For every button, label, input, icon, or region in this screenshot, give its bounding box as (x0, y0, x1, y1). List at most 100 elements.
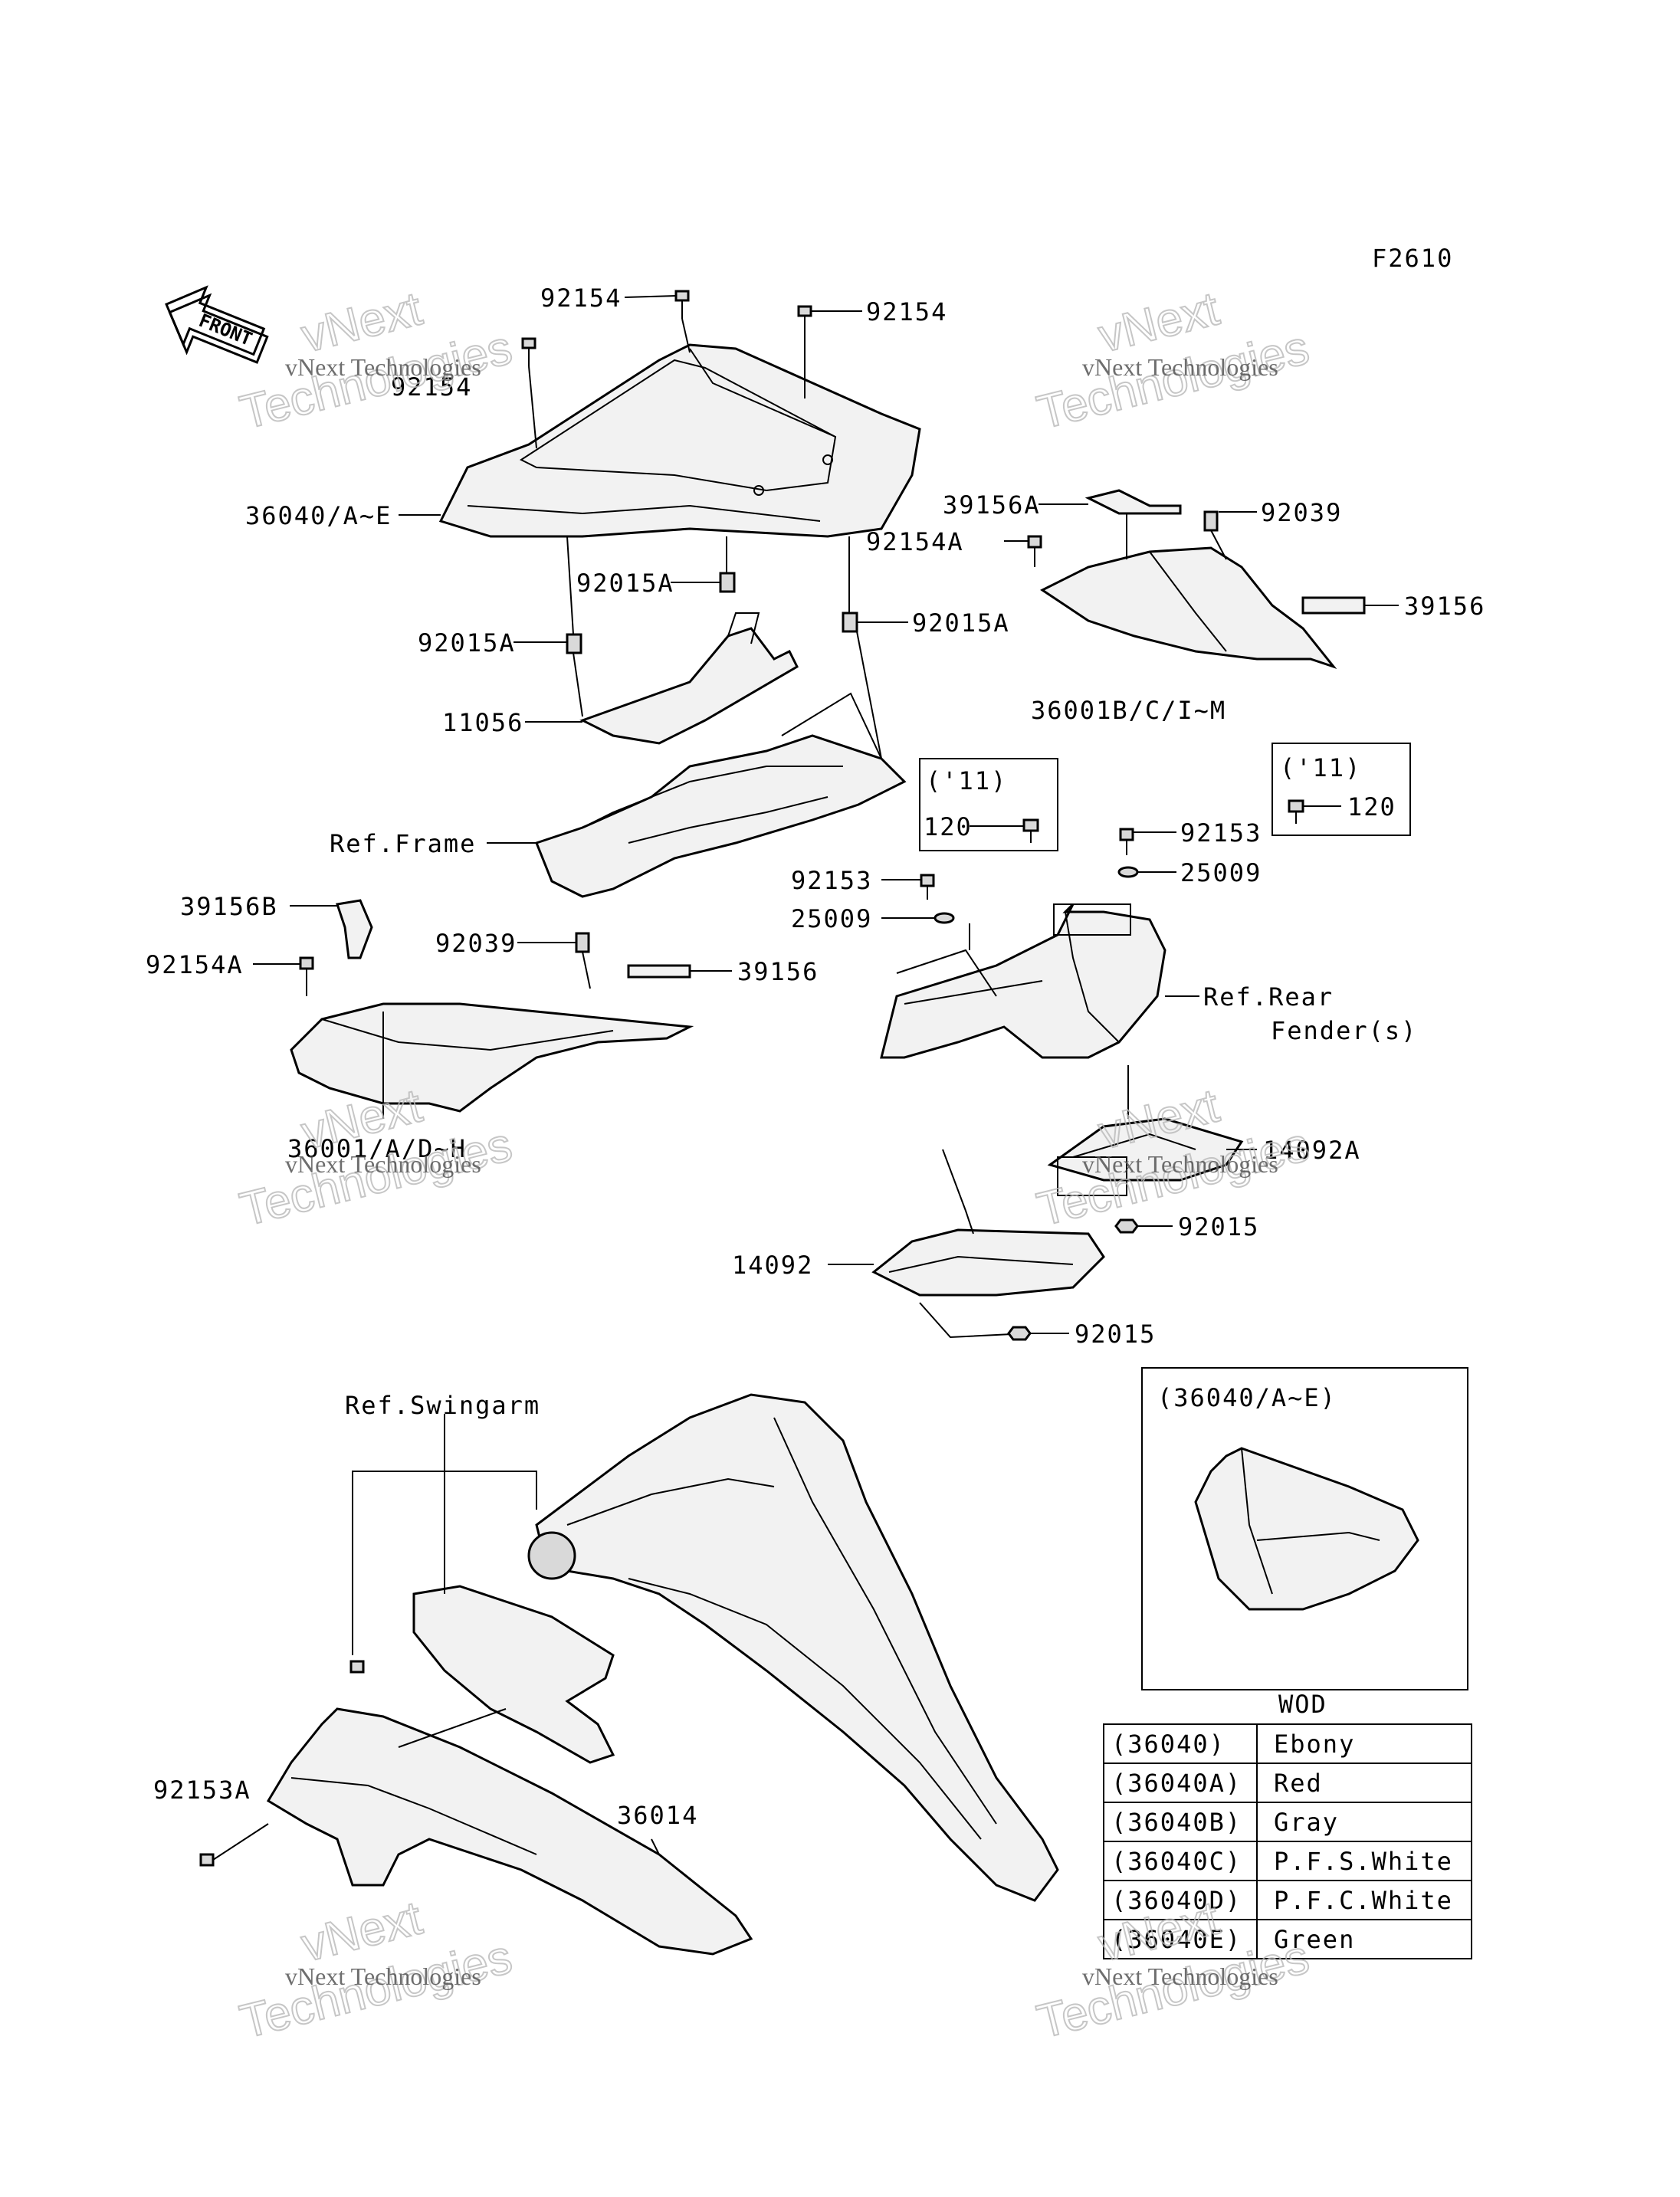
callout-92015-a: 92015 (1178, 1212, 1259, 1241)
callout-92015A-c: 92015A (912, 608, 1010, 638)
callout-11056: 11056 (442, 708, 523, 737)
bolt-120-b-icon (1288, 799, 1304, 824)
color-code: (36040A) (1111, 1769, 1242, 1798)
watermark: vNext Technologies vNext Technologies (235, 1078, 518, 1237)
callout-36001AD: 36001/A/D~H (287, 1134, 467, 1163)
color-name: Red (1274, 1769, 1323, 1798)
grommet-92039-right-icon (1203, 510, 1227, 560)
color-code: (36040B) (1111, 1808, 1242, 1837)
bolt-92154-b-icon (797, 305, 812, 334)
color-table-row: (36040E) Green (1111, 1925, 1355, 1954)
callout-36040: 36040/A~E (245, 501, 392, 530)
nut-92015-b-icon (1007, 1326, 1032, 1341)
callout-25009-left: 25009 (791, 904, 872, 933)
callout-92039-left: 92039 (435, 929, 517, 958)
cover-14092 (871, 1228, 1105, 1297)
grommet-92039-left-icon (575, 932, 591, 989)
svg-text:vNext Technologies: vNext Technologies (285, 353, 481, 381)
bracket-11056 (579, 612, 799, 745)
washer-25009-right-icon (1117, 866, 1139, 878)
figure-code: F2610 (1372, 244, 1453, 273)
callout-92015-b: 92015 (1075, 1320, 1156, 1349)
color-table-row: (36040C) P.F.S.White (1111, 1847, 1453, 1876)
color-name: P.F.S.White (1274, 1847, 1453, 1876)
inset-title: (36040/A~E) (1157, 1383, 1337, 1412)
callout-92015A-a: 92015A (576, 569, 674, 598)
svg-text:vNext Technologies: vNext Technologies (1082, 353, 1278, 381)
seat-cover-inset (1141, 1367, 1468, 1690)
washer-25009-left-icon (934, 912, 955, 924)
callout-39156-right: 39156 (1404, 592, 1485, 621)
color-name: Green (1274, 1925, 1355, 1954)
sticker-39156-left (627, 964, 691, 979)
cover-14092A (1047, 1117, 1244, 1182)
watermark: vNext Technologies vNext Technologies (1032, 1890, 1315, 2049)
callout-ref-swingarm: Ref.Swingarm (345, 1391, 540, 1420)
seat-cover-36040 (438, 343, 921, 538)
sticker-39156B (336, 899, 373, 959)
callout-92153-right: 92153 (1180, 818, 1262, 848)
chain-guard-36014 (266, 1707, 753, 1956)
svg-text:vNext Technologies: vNext Technologies (285, 1963, 481, 1990)
chain-slider (412, 1585, 615, 1764)
bolt-92153-right-icon (1119, 828, 1134, 855)
nut-92015-a-icon (1114, 1218, 1139, 1234)
svg-text:vNext Technologies: vNext Technologies (1082, 1150, 1278, 1178)
color-table-row: (36040B) Gray (1111, 1808, 1339, 1837)
svg-text:vNext Technologies: vNext Technologies (285, 1150, 481, 1178)
callout-92015A-b: 92015A (418, 628, 516, 657)
bolt-92153-left-icon (920, 874, 935, 900)
bolt-92154-a-icon (674, 290, 690, 319)
side-cover-36001B (1040, 546, 1337, 670)
side-cover-36001 (290, 1002, 694, 1113)
callout-92153-left: 92153 (791, 866, 872, 895)
bolt-92153A-icon (199, 1823, 269, 1867)
callout-14092: 14092 (732, 1251, 813, 1280)
callout-year-11-b: ('11) (1280, 753, 1361, 782)
watermark: vNext Technologies vNext Technologies (235, 281, 518, 440)
callout-120-b: 120 (1347, 792, 1396, 821)
bolt-92154-c-icon (521, 337, 536, 366)
bolt-92154A-left-icon (299, 956, 314, 996)
color-code: (36040C) (1111, 1847, 1242, 1876)
rear-fender-ref (880, 903, 1166, 1059)
color-code: (36040D) (1111, 1886, 1242, 1915)
fender-bracket-box (1053, 903, 1131, 936)
bolt-120-a-icon (1022, 818, 1039, 843)
callout-ref-frame: Ref.Frame (330, 829, 476, 858)
svg-text:vNext Technologies: vNext Technologies (1082, 1963, 1278, 1990)
callout-92154-b: 92154 (866, 297, 947, 326)
callout-year-11-a: ('11) (926, 766, 1007, 795)
leader-lines (253, 295, 1399, 1855)
callout-fender: Fender(s) (1271, 1016, 1417, 1045)
callout-14092A: 14092A (1263, 1136, 1361, 1165)
callout-39156-left: 39156 (737, 957, 819, 986)
year-11-box-b (1271, 743, 1411, 836)
watermark: vNext Technologies vNext Technologies (235, 1890, 518, 2049)
callout-39156B: 39156B (180, 892, 278, 921)
callout-36014: 36014 (617, 1801, 698, 1830)
color-table (1103, 1723, 1472, 1959)
color-code: (36040) (1111, 1730, 1226, 1759)
front-arrow-icon: FRONT (165, 285, 269, 364)
color-name: P.F.C.White (1274, 1886, 1453, 1915)
frame-ref (535, 734, 907, 898)
callout-120-a: 120 (924, 812, 973, 841)
callout-92154-c: 92154 (391, 372, 472, 402)
bolt-92154A-right-icon (1027, 535, 1042, 567)
sticker-39156A (1084, 489, 1182, 515)
callout-39156A: 39156A (943, 490, 1041, 520)
callout-ref-rear: Ref.Rear (1203, 982, 1334, 1012)
watermark: vNext Technologies vNext Technologies (1032, 281, 1315, 440)
color-table-row: (36040) Ebony (1111, 1730, 1354, 1759)
callout-25009-right: 25009 (1180, 858, 1262, 887)
bolt-left-swingarm-icon (349, 1660, 365, 1674)
color-code: (36040E) (1111, 1925, 1242, 1954)
callout-36001BC: 36001B/C/I~M (1031, 696, 1226, 725)
swingarm-ref (527, 1393, 1059, 1902)
color-name: Gray (1274, 1808, 1339, 1837)
callout-92039-right: 92039 (1261, 498, 1342, 527)
color-table-row: (36040D) P.F.C.White (1111, 1886, 1453, 1915)
